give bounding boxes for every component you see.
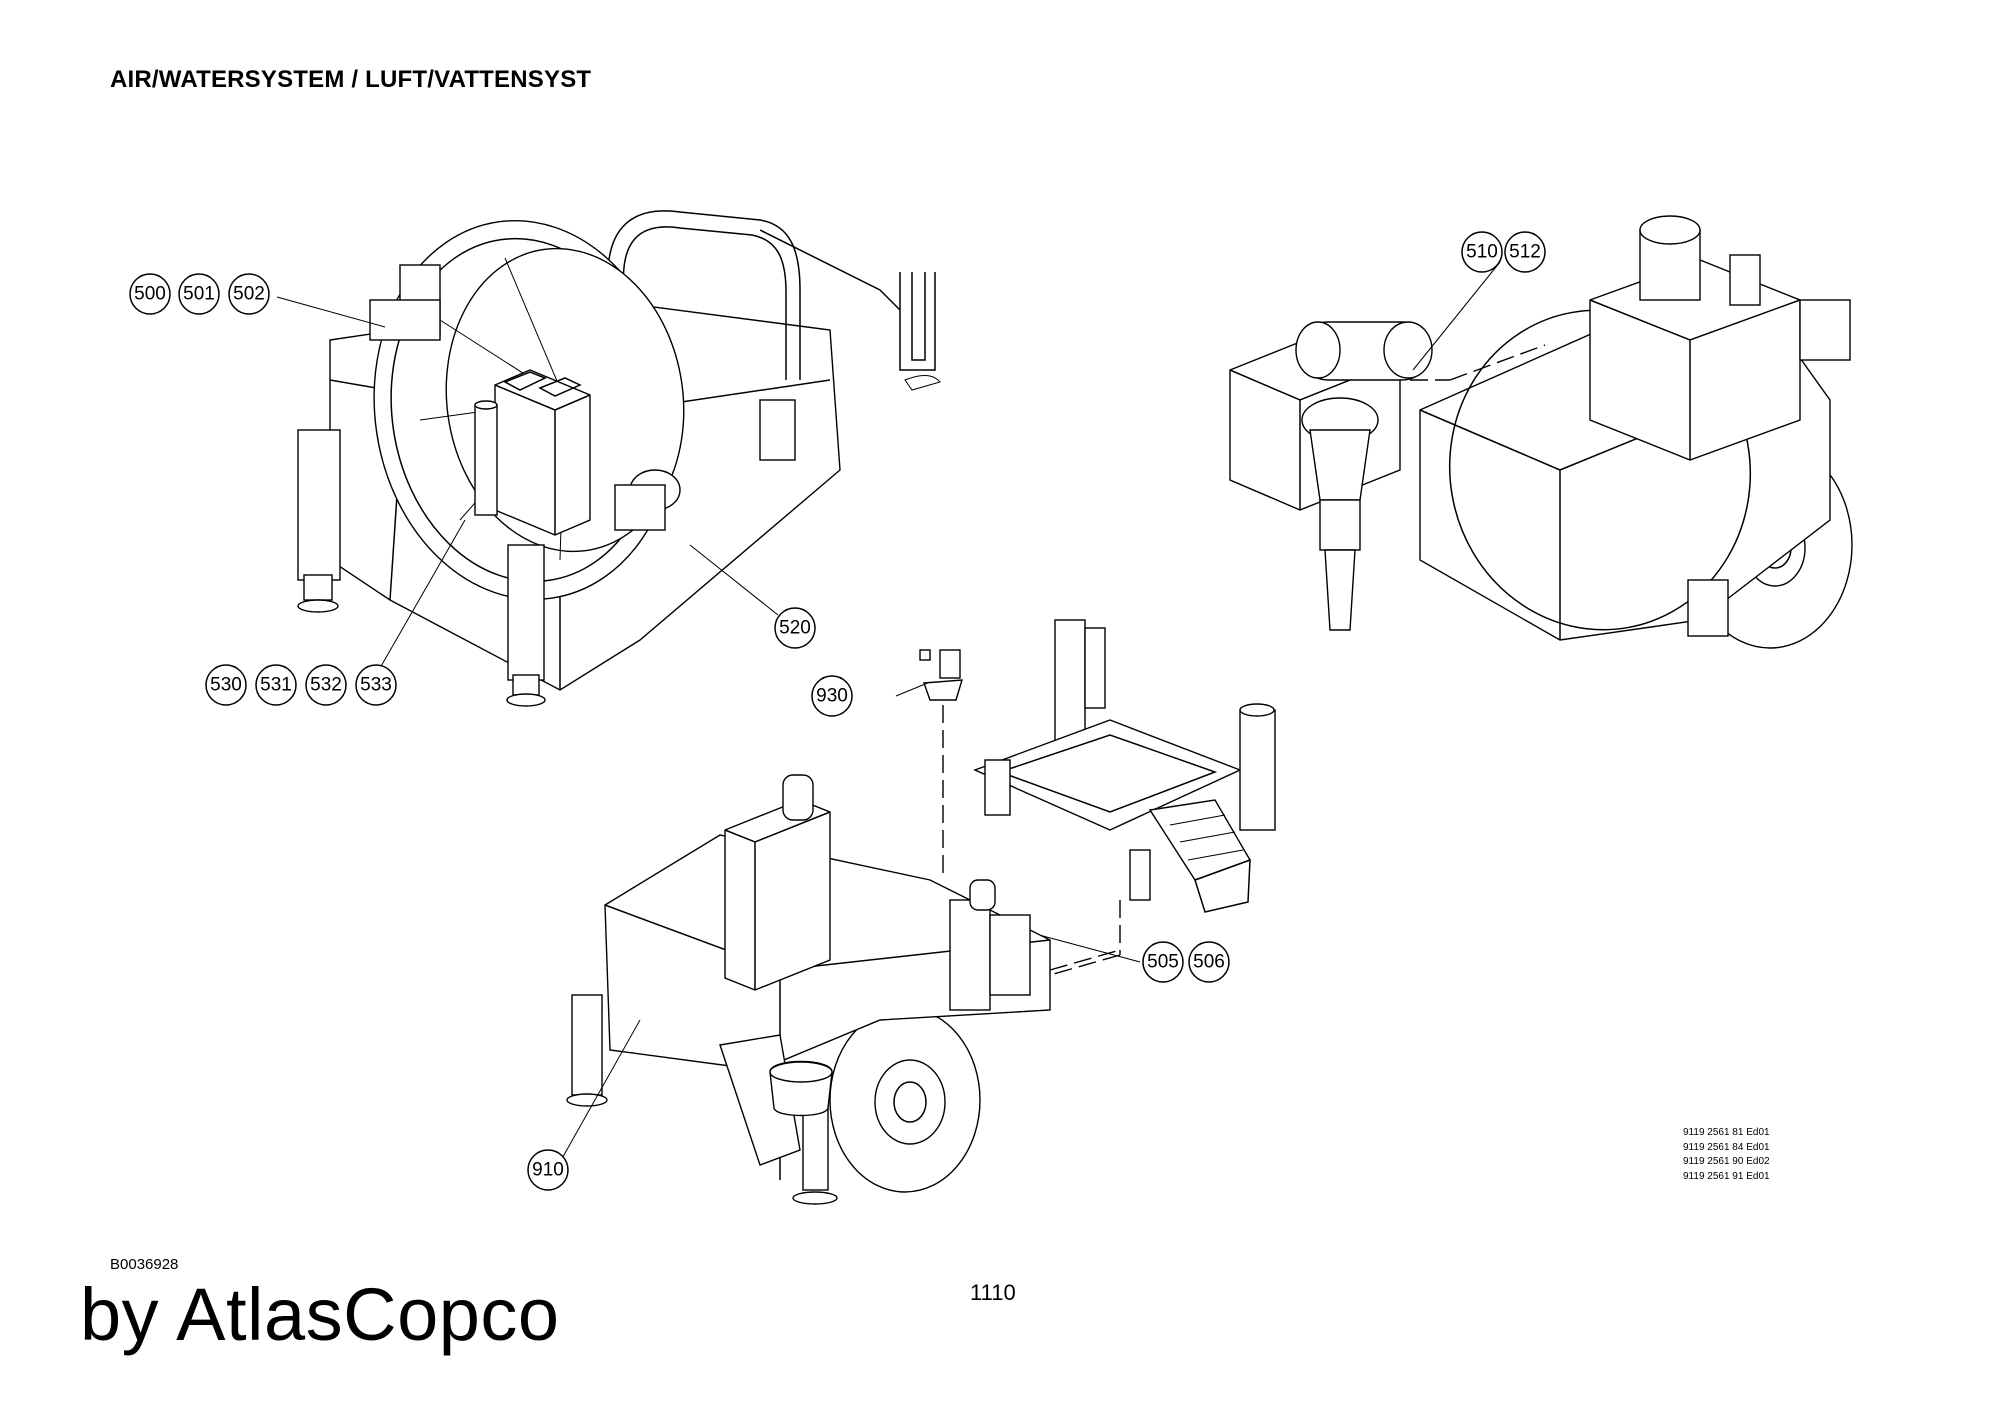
edition-item: 9119 2561 90 Ed02 [1683,1156,1770,1167]
drawbar-frame-assembly [895,619,1276,976]
callout-512: 512 [1504,231,1546,273]
callout-530: 530 [205,664,247,706]
svg-text:512: 512 [1509,242,1541,263]
hose-reel-assembly [276,210,941,707]
svg-text:520: 520 [779,618,811,639]
svg-text:930: 930 [816,686,848,707]
svg-text:532: 532 [310,675,342,696]
document-number: B0036928 [110,1256,179,1273]
callout-510: 510 [1461,231,1503,273]
svg-text:501: 501 [183,284,215,305]
callout-520: 520 [774,607,816,649]
callout-930: 930 [811,675,853,717]
main-chassis-assembly [559,774,1121,1205]
svg-text:510: 510 [1466,242,1498,263]
edition-item: 9119 2561 81 Ed01 [1683,1127,1770,1138]
callout-502: 502 [228,273,270,315]
svg-text:531: 531 [260,675,292,696]
callout-910: 910 [527,1149,569,1191]
callout-505: 505 [1142,941,1184,983]
svg-text:505: 505 [1147,952,1179,973]
svg-text:533: 533 [360,675,392,696]
callouts: 500 501 502 510 512 520 530 531 532 533 … [129,231,1546,1191]
svg-text:910: 910 [532,1160,564,1181]
edition-item: 9119 2561 84 Ed01 [1683,1141,1770,1153]
edition-list: 9119 2561 81 Ed01 9119 2561 84 Ed01 9119… [1683,1126,1770,1184]
brand-logo-text: by AtlasCopco [80,1273,560,1356]
svg-text:500: 500 [134,284,166,305]
callout-500: 500 [129,273,171,315]
callout-501: 501 [178,273,220,315]
svg-text:530: 530 [210,675,242,696]
svg-text:502: 502 [233,284,265,305]
edition-item: 9119 2561 91 Ed01 [1683,1170,1770,1182]
page-number: 1110 [970,1280,1016,1305]
page-title: AIR/WATERSYSTEM / LUFT/VATTENSYST [110,66,592,93]
callout-531: 531 [255,664,297,706]
compressor-chassis-assembly [1229,215,1853,649]
callout-532: 532 [305,664,347,706]
callout-506: 506 [1188,941,1230,983]
callout-533: 533 [355,664,397,706]
svg-text:506: 506 [1193,952,1225,973]
